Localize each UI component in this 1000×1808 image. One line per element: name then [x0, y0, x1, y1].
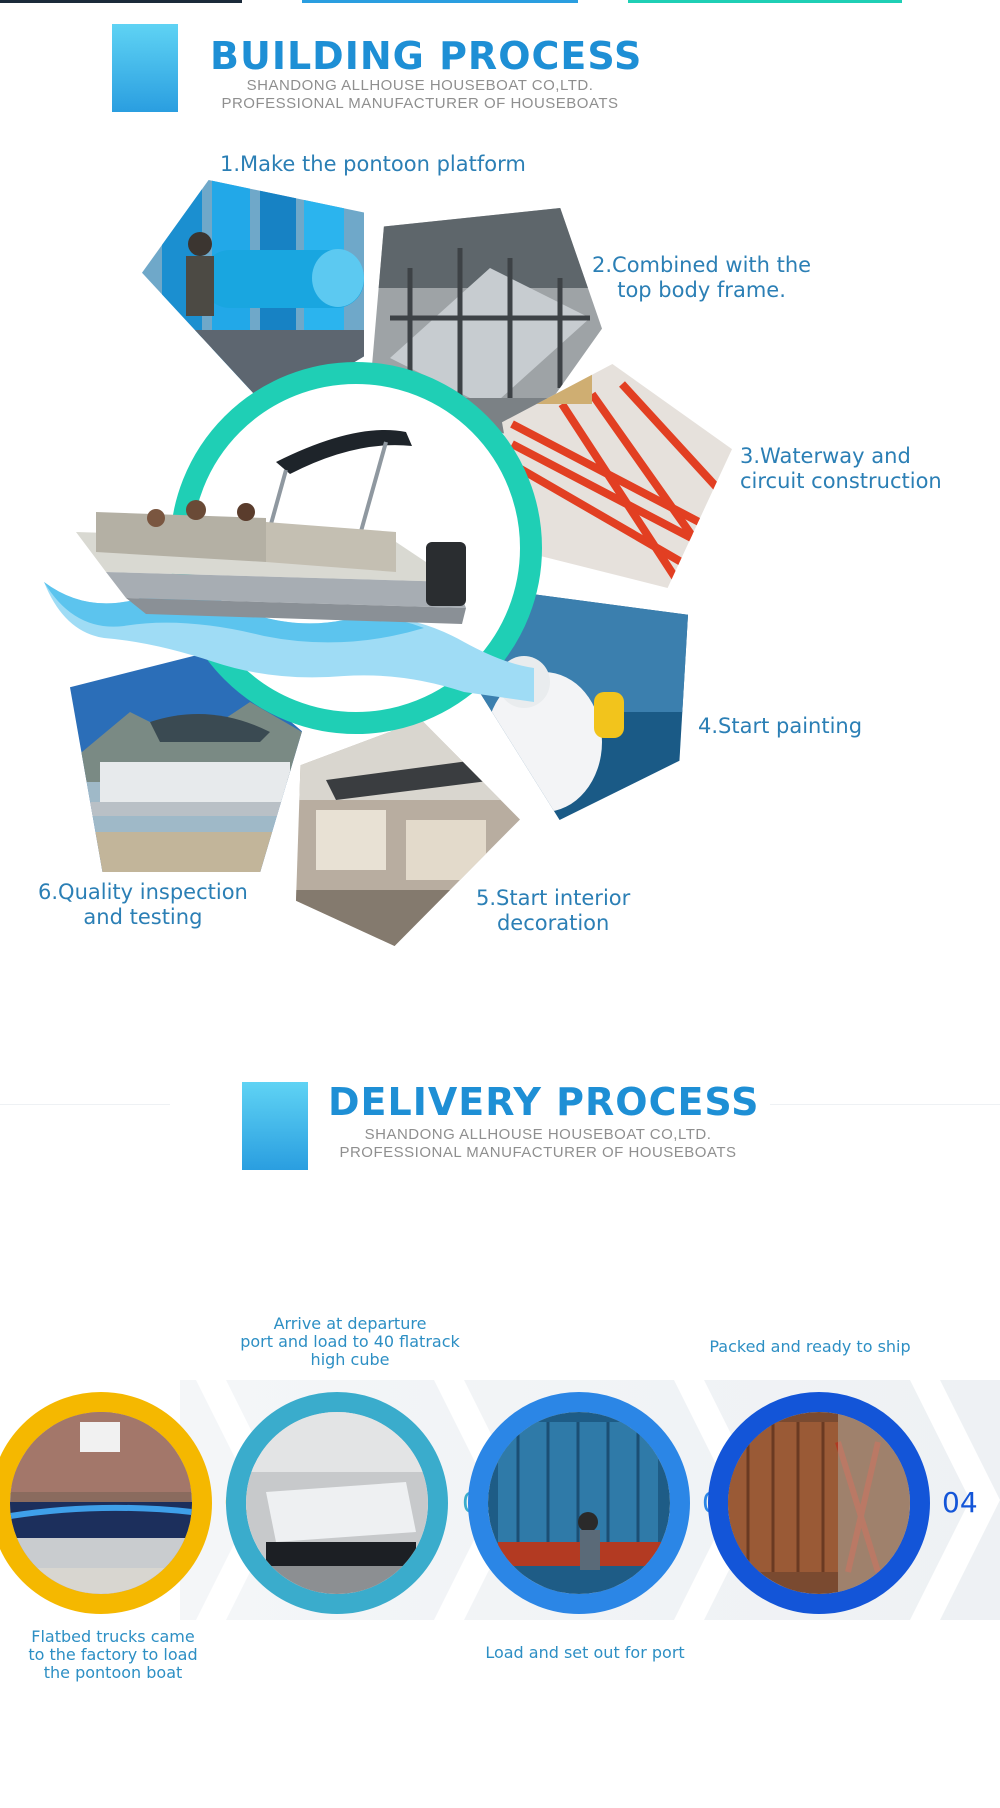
building-heading-block	[112, 24, 178, 112]
building-step-1-label: 1.Make the pontoon platform	[220, 152, 526, 177]
building-title: BUILDING PROCESS	[210, 34, 643, 78]
building-step-3-label: 3.Waterway and circuit construction	[740, 444, 942, 494]
building-step-4-label: 4.Start painting	[698, 714, 862, 739]
delivery-step-3-caption-line-1: Load and set out for port	[485, 1643, 685, 1662]
delivery-step-1-photo-art	[10, 1412, 192, 1594]
delivery-title: DELIVERY PROCESS	[328, 1080, 760, 1124]
top-bar-dark	[0, 0, 242, 3]
delivery-step-2-photo-art	[246, 1412, 428, 1594]
delivery-step-2-caption-line-3: high cube	[310, 1350, 390, 1369]
delivery-step-1-caption-line-3: the pontoon boat	[43, 1663, 183, 1682]
pontoon-boat-illustration	[76, 430, 466, 624]
building-tagline: PROFESSIONAL MANUFACTURER OF HOUSEBOATS	[221, 95, 619, 112]
delivery-step-1-caption-line-1: Flatbed trucks came	[31, 1627, 195, 1646]
delivery-step-2-caption: Arrive at departure port and load to 40 …	[210, 1315, 490, 1369]
step-6-photo	[70, 652, 302, 872]
step-3-line-1: 3.Waterway and	[740, 444, 911, 468]
top-bar-teal	[628, 0, 902, 3]
delivery-step-4-number: 04	[942, 1486, 978, 1519]
delivery-step-1-caption-line-2: to the factory to load	[28, 1645, 198, 1664]
building-step-6-label: 6.Quality inspection and testing	[38, 880, 248, 930]
building-company: SHANDONG ALLHOUSE HOUSEBOAT CO,LTD.	[246, 77, 594, 94]
delivery-divider-left	[0, 1104, 170, 1105]
delivery-step-4-caption: Packed and ready to ship	[680, 1338, 940, 1356]
step-5-line-2: decoration	[496, 911, 610, 935]
delivery-divider-right	[770, 1104, 1000, 1105]
delivery-tagline: PROFESSIONAL MANUFACTURER OF HOUSEBOATS	[339, 1144, 737, 1161]
delivery-step-3-caption: Load and set out for port	[440, 1644, 730, 1662]
step-4-line-1: 4.Start painting	[698, 714, 863, 738]
delivery-step-2-caption-line-1: Arrive at departure	[273, 1314, 427, 1333]
step-2-line-1: 2.Combined with the	[592, 253, 812, 277]
delivery-step-3-photo	[468, 1392, 690, 1614]
delivery-step-4-caption-line-1: Packed and ready to ship	[709, 1337, 911, 1356]
delivery-company: SHANDONG ALLHOUSE HOUSEBOAT CO,LTD.	[364, 1126, 712, 1143]
step-6-line-1: 6.Quality inspection	[38, 880, 248, 904]
building-step-5-label: 5.Start interior decoration	[476, 886, 630, 936]
delivery-step-1-photo	[0, 1392, 212, 1614]
delivery-step-4-photo-art	[728, 1412, 910, 1594]
step-6-line-2: and testing	[83, 905, 203, 929]
step-6-photo-art	[70, 652, 302, 872]
delivery-heading-block	[242, 1082, 308, 1170]
step-5-line-1: 5.Start interior	[476, 886, 631, 910]
top-bar-blue	[302, 0, 578, 3]
chevron-4	[910, 1380, 1000, 1620]
delivery-step-2-caption-line-2: port and load to 40 flatrack	[240, 1332, 460, 1351]
delivery-step-3-photo-art	[488, 1412, 670, 1594]
delivery-step-4-photo	[708, 1392, 930, 1614]
step-2-line-2: top body frame.	[617, 278, 786, 302]
step-1-text: 1.Make the pontoon platform	[220, 152, 526, 176]
delivery-step-1-caption: Flatbed trucks came to the factory to lo…	[0, 1628, 226, 1682]
step-3-line-2: circuit construction	[740, 469, 942, 493]
delivery-step-2-photo	[226, 1392, 448, 1614]
building-step-2-label: 2.Combined with the top body frame.	[592, 253, 811, 303]
